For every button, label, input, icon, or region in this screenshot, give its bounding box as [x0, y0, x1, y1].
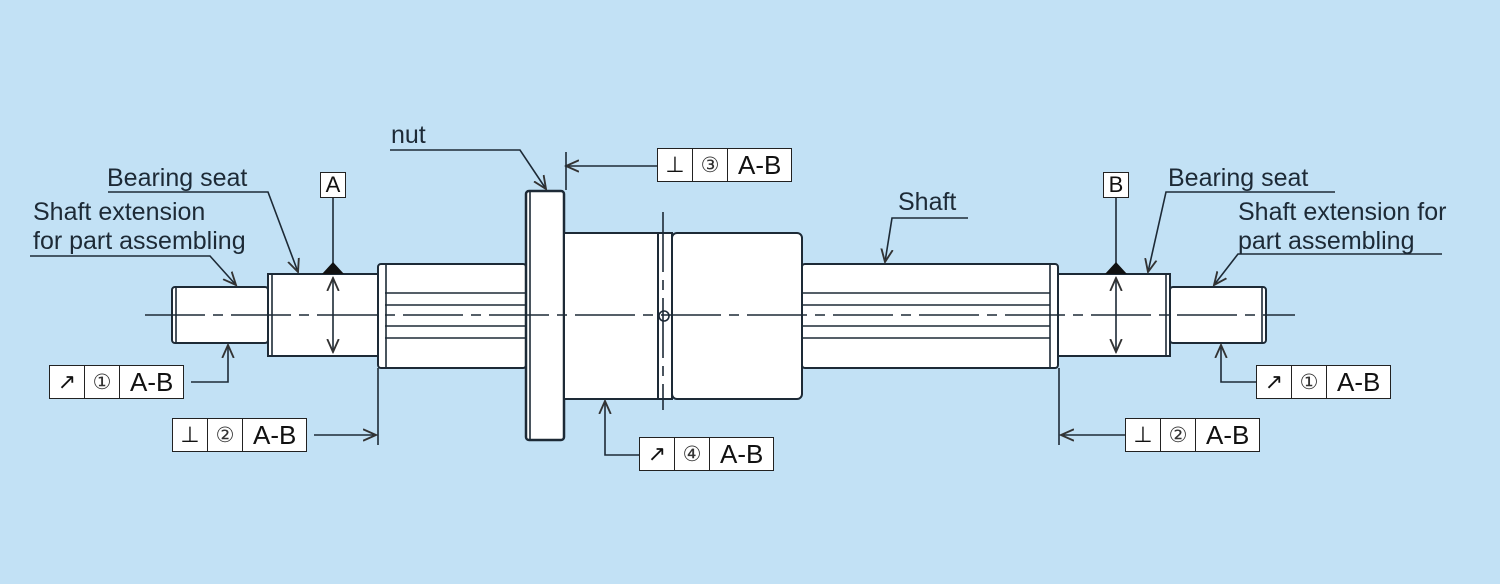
fcf-number: ① — [85, 366, 120, 398]
bearing-seat-right-label: Bearing seat — [1168, 164, 1309, 192]
nut-body-left — [563, 232, 659, 400]
datum-a-box: A — [320, 172, 346, 198]
bearing-seat-left-label: Bearing seat — [107, 164, 248, 192]
nut-body-right — [671, 232, 803, 400]
circular-runout-icon: ↗ — [1257, 366, 1292, 398]
left-screw-shaft — [377, 263, 527, 369]
fcf-datum: A-B — [738, 149, 782, 180]
right-screw-shaft — [801, 263, 1059, 369]
fcf-number: ③ — [693, 149, 728, 181]
shaft-extension-left-label-1: Shaft extension — [33, 198, 206, 226]
fcf-right-perpendicularity: ⊥ ② A-B — [1125, 418, 1261, 452]
shaft-extension-right-label-2: part assembling — [1238, 227, 1415, 255]
shaft-extension-left-label-2: for part assembling — [33, 227, 246, 255]
fcf-datum: A-B — [253, 419, 297, 450]
fcf-datum: A-B — [720, 438, 764, 469]
perpendicularity-icon: ⊥ — [658, 149, 693, 181]
fcf-number: ④ — [675, 438, 710, 470]
fcf-datum: A-B — [130, 366, 174, 397]
fcf-datum: A-B — [1206, 419, 1250, 450]
perpendicularity-icon: ⊥ — [1126, 419, 1161, 451]
shaft-label: Shaft — [898, 188, 957, 216]
fcf-number: ① — [1292, 366, 1327, 398]
datum-b-triangle — [1105, 262, 1127, 274]
datum-a-triangle — [322, 262, 344, 274]
fcf-right-runout: ↗ ① A-B — [1256, 365, 1392, 399]
nut-label: nut — [391, 121, 426, 149]
circular-runout-icon: ↗ — [50, 366, 85, 398]
perpendicularity-icon: ⊥ — [173, 419, 208, 451]
fcf-left-perpendicularity: ⊥ ② A-B — [172, 418, 308, 452]
fcf-left-runout: ↗ ① A-B — [49, 365, 185, 399]
datum-b-box: B — [1103, 172, 1129, 198]
fcf-number: ② — [208, 419, 243, 451]
fcf-datum: A-B — [1337, 366, 1381, 397]
fcf-nut-perpendicularity: ⊥ ③ A-B — [657, 148, 793, 182]
fcf-nut-runout: ↗ ④ A-B — [639, 437, 775, 471]
nut-groove — [657, 232, 673, 400]
fcf-number: ② — [1161, 419, 1196, 451]
shaft-extension-right-label-1: Shaft extension for — [1238, 198, 1447, 226]
circular-runout-icon: ↗ — [640, 438, 675, 470]
